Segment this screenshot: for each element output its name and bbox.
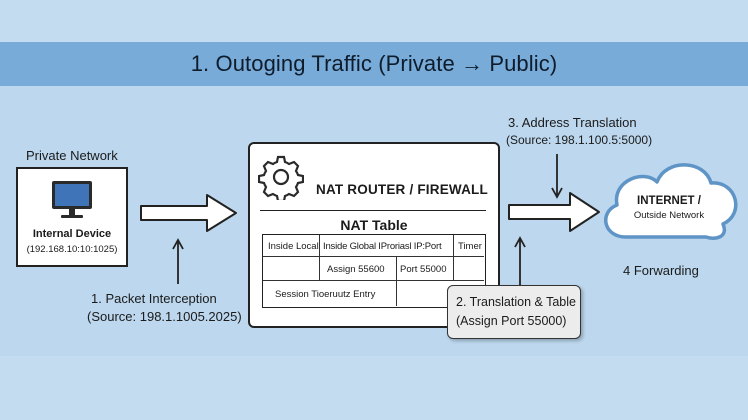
nat-table-title: NAT Table bbox=[340, 217, 408, 233]
nat-col-timer: Timer bbox=[458, 241, 482, 252]
internet-subtitle: Outside Network bbox=[633, 210, 705, 221]
nat-table: Inside Local Inside Global IProriasl IP:… bbox=[262, 234, 486, 308]
page-title: 1. Outoging Traffic (Private → Public) bbox=[0, 42, 748, 86]
step2-pointer-arrow bbox=[514, 236, 526, 290]
private-network-label: Private Network bbox=[26, 148, 118, 163]
nat-cell: Assign 55600 bbox=[327, 264, 385, 275]
computer-monitor-icon bbox=[52, 181, 92, 218]
internal-device-box: Internal Device (192.168.10:10:1025) bbox=[16, 167, 128, 267]
step1-pointer-arrow bbox=[172, 238, 184, 284]
nat-col-inside-local: Inside Local bbox=[268, 241, 319, 252]
flow-arrow-to-internet bbox=[508, 192, 600, 232]
nat-cell: Port 55000 bbox=[400, 264, 447, 275]
step1-title: 1. Packet Interception bbox=[91, 291, 217, 306]
nat-table-rule bbox=[319, 235, 320, 280]
device-name: Internal Device bbox=[32, 228, 112, 240]
flow-arrow-to-router bbox=[140, 194, 237, 232]
step3-source: (Source: 198.1.100.5:5000) bbox=[506, 133, 653, 147]
top-band bbox=[0, 0, 748, 42]
nat-table-rule bbox=[263, 280, 484, 281]
step2-callout: 2. Translation & Table (Assign Port 5500… bbox=[447, 285, 581, 339]
step3-pointer-arrow bbox=[551, 154, 563, 199]
nat-table-rule bbox=[396, 256, 397, 306]
internet-cloud-icon bbox=[604, 163, 738, 240]
step2-line1: 2. Translation & Table bbox=[456, 295, 576, 309]
router-title: NAT ROUTER / FIREWALL bbox=[316, 182, 488, 197]
device-ip: (192.168.10:10:1025) bbox=[26, 244, 118, 255]
nat-col-inside-global: Inside Global IProriasl IP:Port bbox=[323, 241, 442, 252]
internet-title: INTERNET / bbox=[637, 195, 701, 207]
bottom-band bbox=[0, 356, 748, 420]
gear-icon bbox=[258, 155, 304, 200]
router-divider bbox=[260, 210, 486, 211]
nat-table-rule bbox=[453, 235, 454, 280]
step3-title: 3. Address Translation bbox=[508, 115, 637, 130]
step2-line2: (Assign Port 55000) bbox=[456, 314, 567, 328]
step4-label: 4 Forwarding bbox=[623, 263, 699, 278]
nat-table-rule bbox=[263, 256, 484, 257]
step1-source: (Source: 198.1.1005.2025) bbox=[87, 309, 242, 324]
nat-session-entry: Session Tioeruutz Entry bbox=[275, 289, 376, 300]
